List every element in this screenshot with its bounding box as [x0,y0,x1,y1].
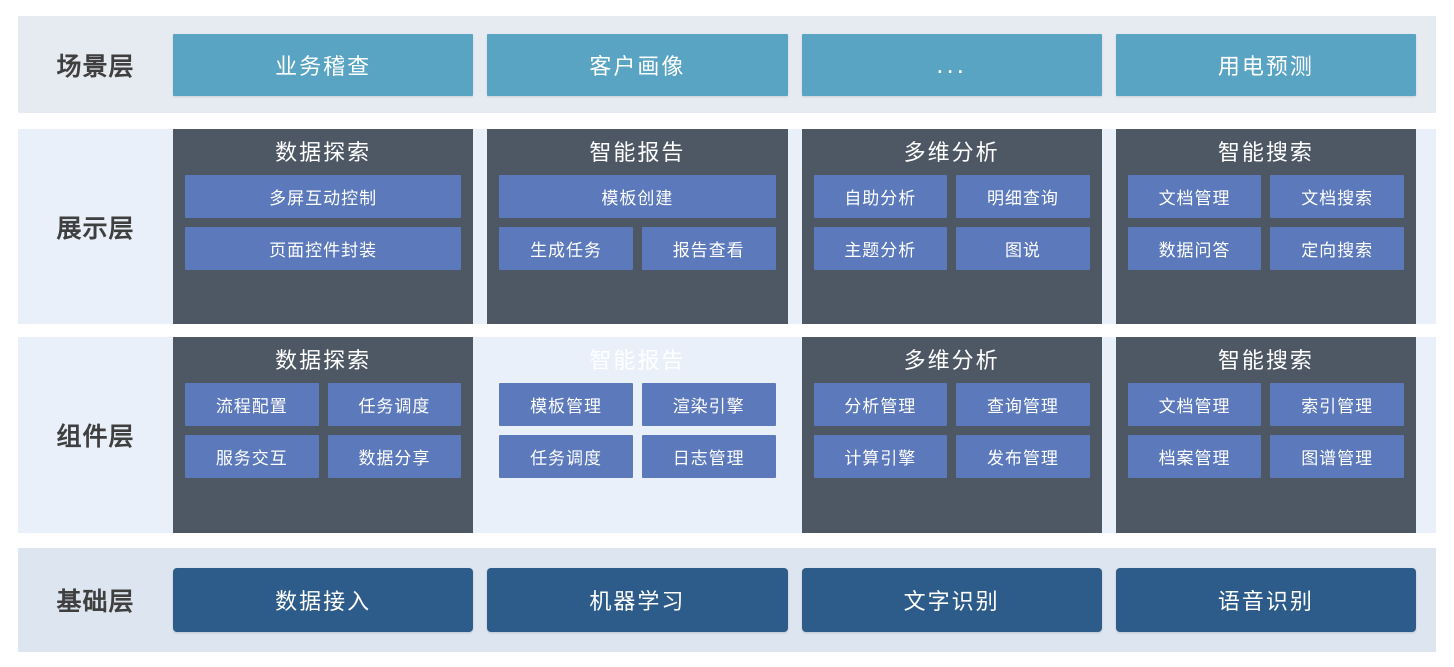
group-title: 智能报告 [589,140,686,165]
tile-archive-management[interactable]: 档案管理 [1127,434,1262,478]
layer-row-component: 组件层 数据探索 流程配置 任务调度 服务交互 数据分享 智能报告 [18,337,1436,533]
tile-topic-analysis[interactable]: 主题分析 [813,226,948,270]
group-cell: 多维分析 分析管理 查询管理 计算引擎 发布管理 [801,337,1102,533]
group-card-data-exploration: 数据探索 流程配置 任务调度 服务交互 数据分享 [173,337,474,533]
tile-grid: 自助分析 明细查询 主题分析 图说 [813,174,1090,270]
layer-label-component: 组件层 [56,423,135,451]
tile-targeted-search[interactable]: 定向搜索 [1270,226,1404,270]
scene-cell: ... [801,16,1102,113]
group-card-intelligent-report: 智能报告 模板创建 生成任务 报告查看 [487,129,788,324]
tile-generate-task[interactable]: 生成任务 [499,226,633,270]
tile-query-management[interactable]: 查询管理 [956,382,1090,426]
layer-content-component: 数据探索 流程配置 任务调度 服务交互 数据分享 智能报告 模板管理 渲染引擎 [173,337,1436,533]
group-card-data-exploration: 数据探索 多屏互动控制 页面控件封装 [173,129,474,324]
layer-content-scene: 业务稽查 客户画像 ... 用电预测 [173,16,1436,113]
layer-row-presentation: 展示层 数据探索 多屏互动控制 页面控件封装 智能报告 模板创建 生成任务 [18,129,1436,324]
tile-template-creation[interactable]: 模板创建 [499,174,776,218]
tile-document-management[interactable]: 文档管理 [1127,382,1262,426]
group-cell: 数据探索 流程配置 任务调度 服务交互 数据分享 [173,337,474,533]
tile-grid: 模板创建 生成任务 报告查看 [499,174,776,270]
layer-content-presentation: 数据探索 多屏互动控制 页面控件封装 智能报告 模板创建 生成任务 报告查看 [173,129,1436,324]
group-card-intelligent-search: 智能搜索 文档管理 索引管理 档案管理 图谱管理 [1115,337,1416,533]
layer-row-scene: 场景层 业务稽查 客户画像 ... 用电预测 [18,16,1436,113]
tile-service-interaction[interactable]: 服务交互 [185,434,319,478]
scene-box-power-forecast[interactable]: 用电预测 [1115,33,1416,96]
scene-cell: 客户画像 [487,16,788,113]
group-title: 多维分析 [903,140,1000,165]
tile-grid: 文档管理 文档搜索 数据问答 定向搜索 [1127,174,1404,270]
group-cell: 智能报告 模板创建 生成任务 报告查看 [487,129,788,324]
tile-grid: 多屏互动控制 页面控件封装 [185,174,462,270]
tile-analysis-management[interactable]: 分析管理 [813,382,948,426]
tile-multiscreen-interaction[interactable]: 多屏互动控制 [185,174,462,218]
group-title: 智能报告 [589,348,686,373]
tile-grid: 文档管理 索引管理 档案管理 图谱管理 [1127,382,1404,478]
tile-report-view[interactable]: 报告查看 [641,226,776,270]
scene-box-customer-profile[interactable]: 客户画像 [487,33,788,96]
scene-box-more-ellipsis[interactable]: ... [801,33,1102,96]
layer-row-foundation: 基础层 数据接入 机器学习 文字识别 语音识别 [18,548,1436,652]
base-box-data-ingestion[interactable]: 数据接入 [173,568,474,632]
tile-page-widget-encapsulation[interactable]: 页面控件封装 [185,226,462,270]
tile-rendering-engine[interactable]: 渲染引擎 [641,382,776,426]
tile-data-sharing[interactable]: 数据分享 [327,434,462,478]
scene-cell: 业务稽查 [173,16,474,113]
tile-data-qa[interactable]: 数据问答 [1127,226,1262,270]
tile-grid: 流程配置 任务调度 服务交互 数据分享 [185,382,462,478]
group-cell: 智能搜索 文档管理 索引管理 档案管理 图谱管理 [1115,337,1416,533]
layer-label-presentation: 展示层 [56,214,135,243]
group-cell: 智能报告 模板管理 渲染引擎 任务调度 日志管理 [487,337,787,533]
group-card-intelligent-search: 智能搜索 文档管理 文档搜索 数据问答 定向搜索 [1115,129,1416,324]
tile-grid: 模板管理 渲染引擎 任务调度 日志管理 [499,382,776,478]
base-cell: 语音识别 [1115,548,1416,652]
tile-publish-management[interactable]: 发布管理 [956,434,1090,478]
layer-label-foundation: 基础层 [56,588,135,616]
group-cell: 智能搜索 文档管理 文档搜索 数据问答 定向搜索 [1115,129,1416,324]
base-cell: 机器学习 [487,548,788,652]
group-title: 智能搜索 [1217,140,1314,165]
base-box-speech-recognition[interactable]: 语音识别 [1115,568,1416,632]
tile-self-service-analysis[interactable]: 自助分析 [813,174,948,218]
layer-label-scene: 场景层 [56,52,135,81]
base-cell: 数据接入 [173,548,474,652]
tile-process-configuration[interactable]: 流程配置 [185,382,319,426]
group-title: 数据探索 [275,140,372,165]
group-title: 数据探索 [275,348,372,373]
scene-cell: 用电预测 [1115,16,1416,113]
group-card-multidimensional-analysis: 多维分析 自助分析 明细查询 主题分析 图说 [801,129,1102,324]
tile-detail-query[interactable]: 明细查询 [956,174,1090,218]
tile-task-scheduling[interactable]: 任务调度 [327,382,462,426]
group-card-multidimensional-analysis: 多维分析 分析管理 查询管理 计算引擎 发布管理 [801,337,1102,533]
tile-task-scheduling[interactable]: 任务调度 [499,434,633,478]
group-card-intelligent-report: 智能报告 模板管理 渲染引擎 任务调度 日志管理 [487,337,787,533]
scene-box-business-audit[interactable]: 业务稽查 [173,33,474,96]
group-title: 智能搜索 [1217,348,1314,373]
tile-knowledge-graph-management[interactable]: 图谱管理 [1270,434,1404,478]
tile-compute-engine[interactable]: 计算引擎 [813,434,948,478]
layer-content-foundation: 数据接入 机器学习 文字识别 语音识别 [173,548,1436,652]
tile-document-management[interactable]: 文档管理 [1127,174,1262,218]
tile-chart-narrative[interactable]: 图说 [956,226,1090,270]
tile-log-management[interactable]: 日志管理 [641,434,776,478]
group-cell: 多维分析 自助分析 明细查询 主题分析 图说 [801,129,1102,324]
base-box-text-recognition[interactable]: 文字识别 [801,568,1102,632]
tile-index-management[interactable]: 索引管理 [1270,382,1404,426]
base-box-machine-learning[interactable]: 机器学习 [487,568,788,632]
tile-template-management[interactable]: 模板管理 [499,382,633,426]
tile-grid: 分析管理 查询管理 计算引擎 发布管理 [813,382,1090,478]
group-cell: 数据探索 多屏互动控制 页面控件封装 [173,129,474,324]
tile-document-search[interactable]: 文档搜索 [1270,174,1404,218]
group-title: 多维分析 [903,348,1000,373]
base-cell: 文字识别 [801,548,1102,652]
